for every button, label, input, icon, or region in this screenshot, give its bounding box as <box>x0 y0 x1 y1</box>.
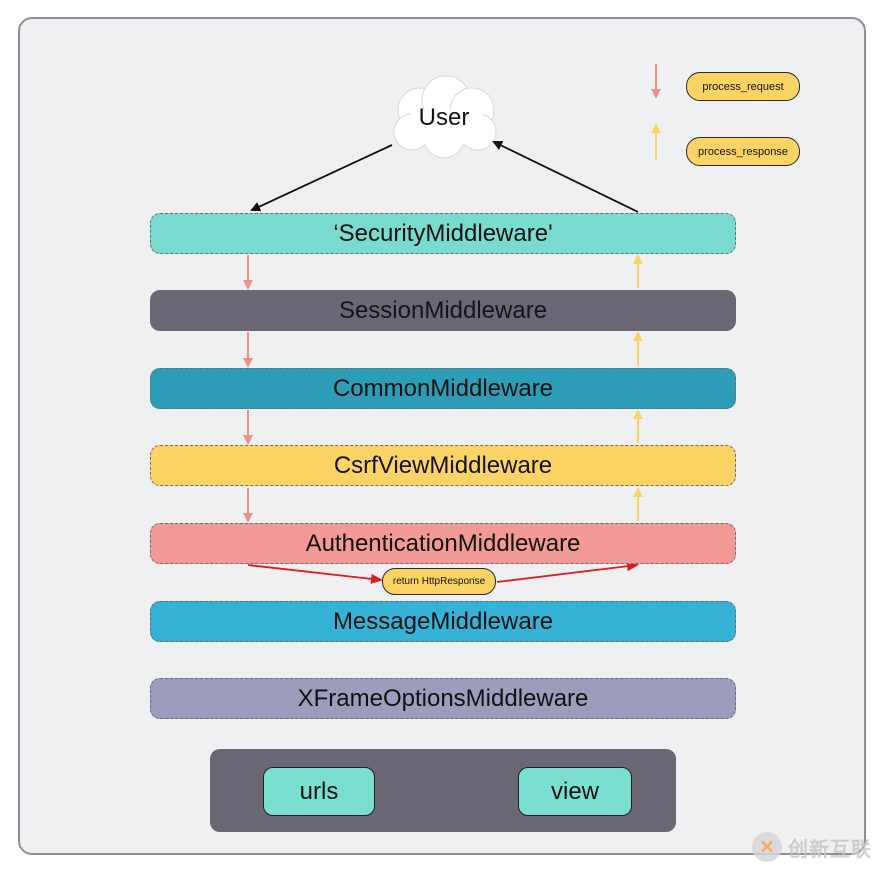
watermark-text: 创新互联 <box>788 838 872 861</box>
legend-process-response: process_response <box>686 137 800 166</box>
security-to-user-arrow <box>492 141 639 213</box>
common-middleware: CommonMiddleware <box>150 368 736 409</box>
user-label: User <box>418 104 470 131</box>
user-to-security-arrow <box>250 144 393 212</box>
xframe-options-middleware: XFrameOptionsMiddleware <box>150 678 736 719</box>
urls-node: urls <box>263 767 375 816</box>
return-http-response: return HttpResponse <box>382 568 496 595</box>
legend-process-request: process_request <box>686 72 800 101</box>
security-middleware: ‘SecurityMiddleware' <box>150 213 736 254</box>
user-cloud <box>393 75 497 159</box>
short-circuit-arrow-out <box>496 561 639 583</box>
session-middleware: SessionMiddleware <box>150 290 736 331</box>
logo-icon: ✕ <box>752 832 782 862</box>
message-middleware: MessageMiddleware <box>150 601 736 642</box>
authentication-middleware: AuthenticationMiddleware <box>150 523 736 564</box>
csrf-view-middleware: CsrfViewMiddleware <box>150 445 736 486</box>
short-circuit-arrow-in <box>247 564 383 584</box>
view-node: view <box>518 767 632 816</box>
watermark: ✕ 创新互联 <box>752 830 872 864</box>
